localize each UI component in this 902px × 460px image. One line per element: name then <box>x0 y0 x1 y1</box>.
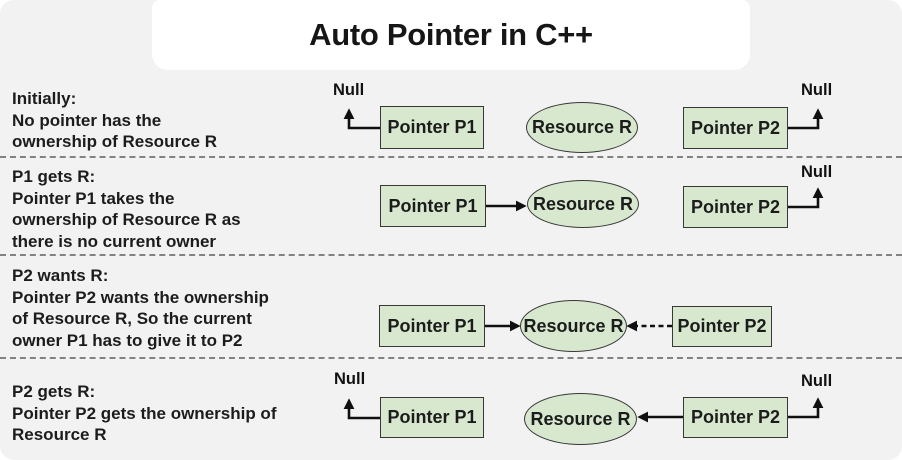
row4-pointer-p1-node: Pointer P1 <box>380 397 484 438</box>
row1-pointer-p1-node: Pointer P1 <box>380 106 484 149</box>
row1-resource-node: Resource R <box>526 102 638 153</box>
row4-pointer-p2-node: Pointer P2 <box>683 397 788 438</box>
title-box: Auto Pointer in C++ <box>152 0 750 70</box>
row1-p1-null-arrow <box>343 108 380 130</box>
row2-pointer-p1-node: Pointer P1 <box>380 185 486 227</box>
row2-caption: P1 gets R: Pointer P1 takes the ownershi… <box>12 167 241 251</box>
null-label: Null <box>801 372 833 390</box>
row-divider <box>0 156 902 158</box>
null-label: Null <box>801 163 833 181</box>
row1-p2-null-arrow <box>788 108 824 130</box>
row4-resource-node: Resource R <box>524 393 637 445</box>
row4-p1-null-arrow <box>343 398 380 420</box>
row2-resource-node: Resource R <box>527 180 639 228</box>
row4-caption: P2 gets R: Pointer P2 gets the ownership… <box>12 382 277 444</box>
row1-caption: Initially: No pointer has the ownership … <box>12 89 217 151</box>
row4-p2-null-arrow <box>788 397 824 419</box>
row3-resource-node: Resource R <box>520 300 627 352</box>
row-divider <box>0 357 902 359</box>
null-label: Null <box>333 81 365 99</box>
null-label: Null <box>334 370 366 388</box>
row2-pointer-p2-node: Pointer P2 <box>683 186 788 228</box>
row1-pointer-p2-node: Pointer P2 <box>683 107 788 149</box>
row3-pointer-p2-node: Pointer P2 <box>672 306 772 347</box>
row3-caption: P2 wants R: Pointer P2 wants the ownersh… <box>12 266 269 350</box>
row2-p2-null-arrow <box>788 187 824 209</box>
null-label: Null <box>801 81 833 99</box>
page-title: Auto Pointer in C++ <box>309 17 593 52</box>
row3-pointer-p1-node: Pointer P1 <box>379 305 485 347</box>
row-divider <box>0 254 902 256</box>
